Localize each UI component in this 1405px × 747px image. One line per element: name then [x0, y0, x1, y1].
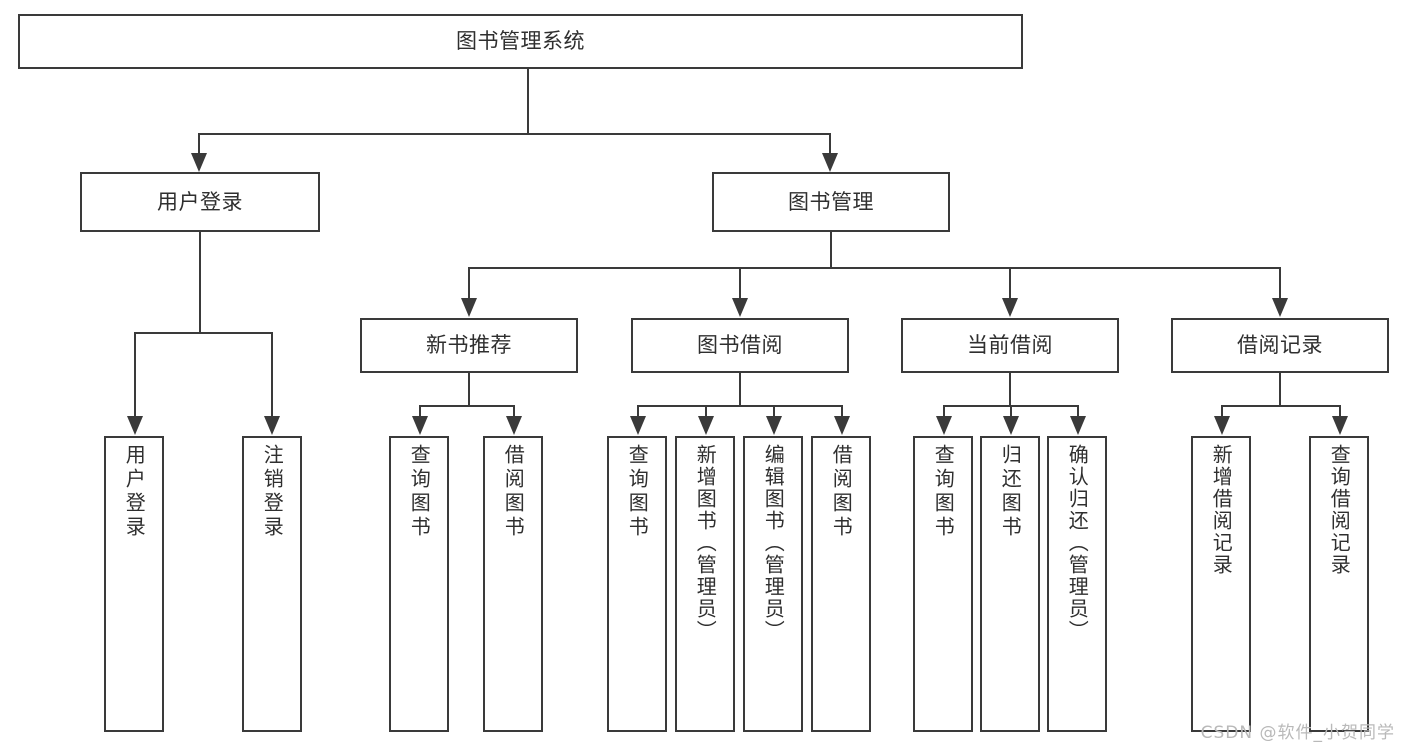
edge-book-borrow-bus [637, 405, 842, 407]
arrowhead-book-manage-child-4 [1272, 298, 1288, 317]
node-leaf-query-record-label: 查询借阅记录 [1327, 444, 1352, 576]
edge-book-borrow-stem [739, 373, 741, 406]
arrowhead-current-borrow-leaf-3 [1070, 416, 1086, 435]
node-leaf-logout-label: 注销登录 [260, 444, 285, 540]
edge-book-manage-drop-4 [1279, 267, 1281, 300]
edge-root-to-book-manage [829, 133, 831, 155]
edge-borrow-record-drop-2 [1339, 405, 1341, 419]
node-user-login-label: 用户登录 [157, 189, 243, 214]
edge-book-manage-stem [830, 232, 832, 269]
edge-user-login-drop-1 [134, 332, 136, 418]
arrowhead-book-borrow-leaf-4 [834, 416, 850, 435]
csdn-watermark: CSDN @软件_小贺同学 [1200, 723, 1395, 743]
node-new-book-recommend-label: 新书推荐 [426, 333, 512, 358]
node-leaf-logout[interactable]: 注销登录 [242, 436, 302, 732]
node-leaf-borrow-book-2-label: 借阅图书 [829, 444, 854, 540]
node-book-manage-label: 图书管理 [788, 189, 874, 214]
edge-user-login-bus [134, 332, 272, 334]
node-leaf-borrow-book-2[interactable]: 借阅图书 [811, 436, 871, 732]
edge-borrow-record-stem [1279, 373, 1281, 406]
node-book-borrow[interactable]: 图书借阅 [631, 318, 849, 373]
node-leaf-add-record-label: 新增借阅记录 [1209, 444, 1234, 576]
edge-book-manage-drop-1 [468, 267, 470, 300]
node-leaf-borrow-book-1-label: 借阅图书 [501, 444, 526, 540]
node-leaf-add-book-label: 新增图书（管理员） [693, 444, 718, 642]
node-leaf-add-record[interactable]: 新增借阅记录 [1191, 436, 1251, 732]
node-leaf-user-login-label: 用户登录 [122, 444, 147, 540]
node-book-manage[interactable]: 图书管理 [712, 172, 950, 232]
node-leaf-query-book-1-label: 查询图书 [407, 444, 432, 540]
arrowhead-root-to-user-login [191, 153, 207, 172]
arrowhead-user-login-leaf-1 [127, 416, 143, 435]
edge-user-login-drop-2 [271, 332, 273, 418]
node-root[interactable]: 图书管理系统 [18, 14, 1023, 69]
edge-new-book-recommend-drop-1 [419, 405, 421, 419]
node-user-login[interactable]: 用户登录 [80, 172, 320, 232]
edge-borrow-record-drop-1 [1221, 405, 1223, 419]
edge-root-bus [198, 133, 830, 135]
arrowhead-book-borrow-leaf-2 [698, 416, 714, 435]
arrowhead-root-to-book-manage [822, 153, 838, 172]
arrowhead-new-book-recommend-leaf-2 [506, 416, 522, 435]
edge-user-login-stem [199, 232, 201, 333]
node-book-borrow-label: 图书借阅 [697, 333, 783, 358]
arrowhead-current-borrow-leaf-1 [936, 416, 952, 435]
edge-book-borrow-drop-1 [637, 405, 639, 419]
edge-book-borrow-drop-2 [705, 405, 707, 419]
arrowhead-book-borrow-leaf-3 [766, 416, 782, 435]
arrowhead-book-manage-child-2 [732, 298, 748, 317]
arrowhead-book-manage-child-1 [461, 298, 477, 317]
node-root-label: 图书管理系统 [456, 29, 585, 54]
node-leaf-query-book-3[interactable]: 查询图书 [913, 436, 973, 732]
edge-book-borrow-drop-3 [773, 405, 775, 419]
edge-current-borrow-stem [1009, 373, 1011, 406]
node-leaf-query-record[interactable]: 查询借阅记录 [1309, 436, 1369, 732]
node-new-book-recommend[interactable]: 新书推荐 [360, 318, 578, 373]
edge-book-manage-drop-3 [1009, 267, 1011, 300]
edge-root-stem [527, 69, 529, 133]
arrowhead-current-borrow-leaf-2 [1003, 416, 1019, 435]
arrowhead-borrow-record-leaf-2 [1332, 416, 1348, 435]
node-leaf-return-book-label: 归还图书 [998, 444, 1023, 540]
node-leaf-query-book-3-label: 查询图书 [931, 444, 956, 540]
node-leaf-add-book[interactable]: 新增图书（管理员） [675, 436, 735, 732]
node-leaf-query-book-2[interactable]: 查询图书 [607, 436, 667, 732]
node-leaf-edit-book[interactable]: 编辑图书（管理员） [743, 436, 803, 732]
edge-book-borrow-drop-4 [841, 405, 843, 419]
edge-new-book-recommend-drop-2 [513, 405, 515, 419]
arrowhead-user-login-leaf-2 [264, 416, 280, 435]
edge-current-borrow-drop-2 [1010, 405, 1012, 419]
node-leaf-query-book-2-label: 查询图书 [625, 444, 650, 540]
node-leaf-query-book-1[interactable]: 查询图书 [389, 436, 449, 732]
node-borrow-record[interactable]: 借阅记录 [1171, 318, 1389, 373]
edge-current-borrow-drop-3 [1077, 405, 1079, 419]
node-borrow-record-label: 借阅记录 [1237, 333, 1323, 358]
node-leaf-confirm-return[interactable]: 确认归还（管理员） [1047, 436, 1107, 732]
arrowhead-book-borrow-leaf-1 [630, 416, 646, 435]
node-current-borrow-label: 当前借阅 [967, 333, 1053, 358]
edge-book-manage-bus [468, 267, 1280, 269]
edge-root-to-user-login [198, 133, 200, 155]
node-current-borrow[interactable]: 当前借阅 [901, 318, 1119, 373]
arrowhead-borrow-record-leaf-1 [1214, 416, 1230, 435]
node-leaf-user-login[interactable]: 用户登录 [104, 436, 164, 732]
node-leaf-return-book[interactable]: 归还图书 [980, 436, 1040, 732]
node-leaf-edit-book-label: 编辑图书（管理员） [761, 444, 786, 642]
edge-new-book-recommend-stem [468, 373, 470, 406]
edge-book-manage-drop-2 [739, 267, 741, 300]
arrowhead-book-manage-child-3 [1002, 298, 1018, 317]
node-leaf-confirm-return-label: 确认归还（管理员） [1065, 444, 1090, 642]
node-leaf-borrow-book-1[interactable]: 借阅图书 [483, 436, 543, 732]
arrowhead-new-book-recommend-leaf-1 [412, 416, 428, 435]
edge-new-book-recommend-bus [419, 405, 514, 407]
edge-borrow-record-bus [1221, 405, 1340, 407]
edge-current-borrow-drop-1 [943, 405, 945, 419]
